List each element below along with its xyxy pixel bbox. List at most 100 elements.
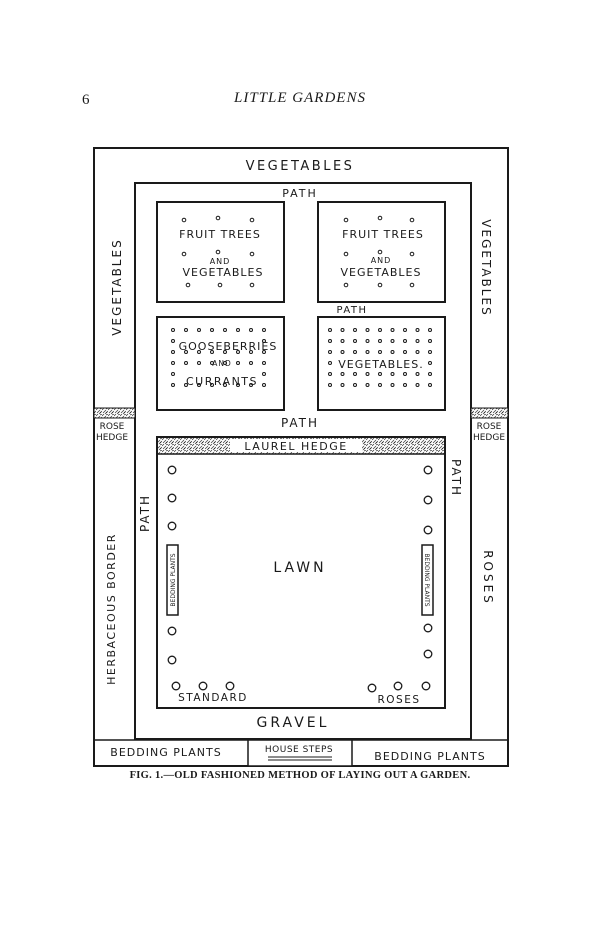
label-fruit1-line2: AND (210, 257, 231, 266)
bush-dot (236, 361, 240, 365)
bush-dot (171, 339, 175, 343)
vegetable-dot (365, 350, 370, 354)
bush-dot (249, 361, 253, 365)
bush-dot (171, 350, 175, 354)
label-rose-hedge-left-1: ROSE (100, 422, 125, 432)
fruit-tree-dot (249, 217, 255, 223)
standard-rose-dot (198, 681, 208, 691)
standard-rose-dot (167, 655, 177, 665)
label-fruit2-line2: AND (371, 256, 392, 265)
fruit-tree-dot (343, 251, 349, 257)
bed-vegetables (317, 316, 446, 411)
label-house-steps: HOUSE STEPS (265, 745, 333, 755)
vegetable-dot (428, 328, 432, 332)
label-roses-side: ROSES (481, 550, 495, 606)
standard-rose-dot (171, 681, 181, 691)
bush-dot (223, 328, 227, 332)
label-herbaceous-border: HERBACEOUS BORDER (105, 533, 118, 685)
vegetable-dot (403, 372, 407, 376)
bush-dot (210, 383, 214, 387)
standard-rose-dot (421, 681, 431, 691)
fruit-tree-dot (215, 249, 221, 255)
fruit-tree-dot (181, 217, 187, 223)
vegetable-dot (378, 372, 382, 376)
standard-rose-dot (423, 495, 433, 505)
vegetable-dot (390, 350, 395, 354)
bush-dot (210, 361, 214, 365)
bed-gooseberries (156, 316, 285, 411)
vegetable-dot (365, 383, 370, 387)
vegetable-dot (353, 339, 357, 343)
bush-dot (262, 350, 266, 354)
label-rose-hedge-right-2: HEDGE (473, 433, 505, 443)
vegetable-dot (403, 339, 407, 343)
bush-dot (197, 350, 201, 354)
label-gooseberries-line1: GOOSEBERRIES (179, 340, 278, 353)
label-path-mid: PATH (336, 305, 367, 316)
vegetable-dot (415, 328, 420, 332)
vegetable-dot (328, 372, 332, 376)
bush-dot (171, 361, 175, 365)
vegetable-dot (340, 328, 345, 332)
bush-dot (223, 361, 227, 365)
standard-rose-dot (423, 623, 433, 633)
bush-dot (197, 328, 201, 332)
bush-dot (184, 383, 188, 387)
laurel-label-bg (230, 439, 362, 452)
page-number: 6 (82, 92, 90, 108)
label-gravel: GRAVEL (257, 715, 330, 731)
standard-rose-dot (225, 681, 235, 691)
rose-hedge-left-strip (93, 407, 136, 419)
fruit-tree-dot (377, 249, 383, 255)
vegetable-dot (415, 383, 420, 387)
bush-dot (184, 361, 188, 365)
label-path-left: PATH (138, 494, 152, 532)
label-bedding-strip-left: BEDDING PLANTS (170, 553, 177, 606)
standard-rose-dot (167, 521, 177, 531)
label-gooseberries-line2: AND (212, 359, 232, 368)
fruit-tree-dot (343, 217, 349, 223)
vegetable-dot (328, 339, 332, 343)
label-bedding-strip-right: BEDDING PLANTS (423, 553, 430, 606)
standard-rose-dot (423, 649, 433, 659)
fruit-tree-dot (377, 215, 383, 221)
bush-dot (184, 328, 188, 332)
bush-dot (223, 350, 227, 354)
standard-rose-dot (167, 626, 177, 636)
label-path-top: PATH (282, 187, 318, 200)
vegetable-dot (415, 339, 420, 343)
vegetable-dot (390, 328, 395, 332)
bush-dot (262, 383, 266, 387)
label-fruit1-line1: FRUIT TREES (179, 228, 261, 241)
label-bedding-bottom-left: BEDDING PLANTS (110, 746, 221, 759)
figure-caption: FIG. 1.—OLD FASHIONED METHOD OF LAYING O… (129, 770, 471, 781)
label-path-right: PATH (449, 459, 463, 497)
vegetable-dot (415, 350, 420, 354)
fruit-tree-dot (249, 282, 255, 288)
bush-dot (262, 328, 266, 332)
bush-dot (249, 328, 253, 332)
fruit-tree-dot (409, 282, 415, 288)
vegetable-dot (428, 339, 432, 343)
fruit-tree-dot (409, 217, 415, 223)
vegetable-dot (353, 350, 357, 354)
vegetable-dot (390, 383, 395, 387)
bush-dot (262, 361, 266, 365)
standard-rose-dot (367, 683, 377, 693)
vegetable-dot (390, 339, 395, 343)
fruit-tree-dot (181, 251, 187, 257)
tree-dots (167, 215, 433, 693)
vegetable-dot (428, 383, 432, 387)
vegetable-dot (328, 350, 332, 354)
vegetable-dot (328, 328, 332, 332)
vegetable-dot (328, 383, 332, 387)
label-fruit1-line3: VEGETABLES (183, 266, 264, 279)
vegetable-dot (390, 372, 395, 376)
vegetable-dot (340, 350, 345, 354)
bedding-strip-right (421, 544, 434, 616)
label-top-vegetables: VEGETABLES (246, 159, 355, 174)
label-bed-vegetables: VEGETABLES. (338, 358, 423, 371)
standard-rose-dot (423, 525, 433, 535)
vegetable-dot (378, 328, 382, 332)
fruit-tree-dot (249, 251, 255, 257)
